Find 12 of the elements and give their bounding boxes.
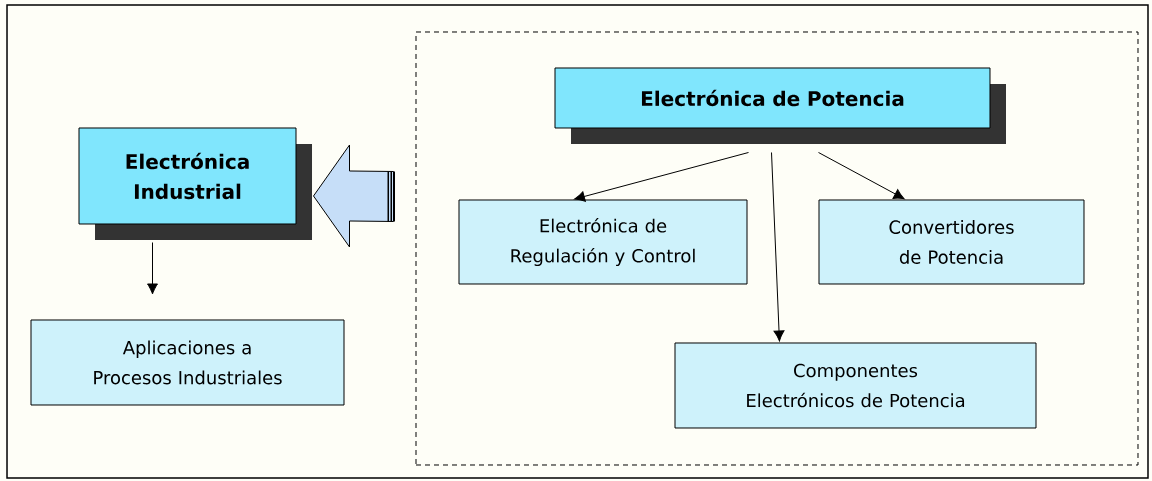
arrow: [574, 152, 749, 202]
title-box: Electrónica Industrial: [78, 127, 312, 240]
topic-box: Componentes Electrónicos de Potencia: [674, 342, 1037, 429]
title-box: Electrónica de Potencia: [554, 67, 1006, 144]
topic-box: Aplicaciones a Procesos Industriales: [30, 319, 345, 406]
arrow: [147, 242, 158, 295]
topic-box: Convertidores de Potencia: [818, 199, 1085, 285]
arrow: [771, 152, 785, 342]
group-frame: [415, 31, 1139, 466]
arrow: [818, 152, 905, 200]
block-arrow: [313, 144, 395, 248]
topic-box: Electrónica de Regulación y Control: [458, 199, 748, 285]
